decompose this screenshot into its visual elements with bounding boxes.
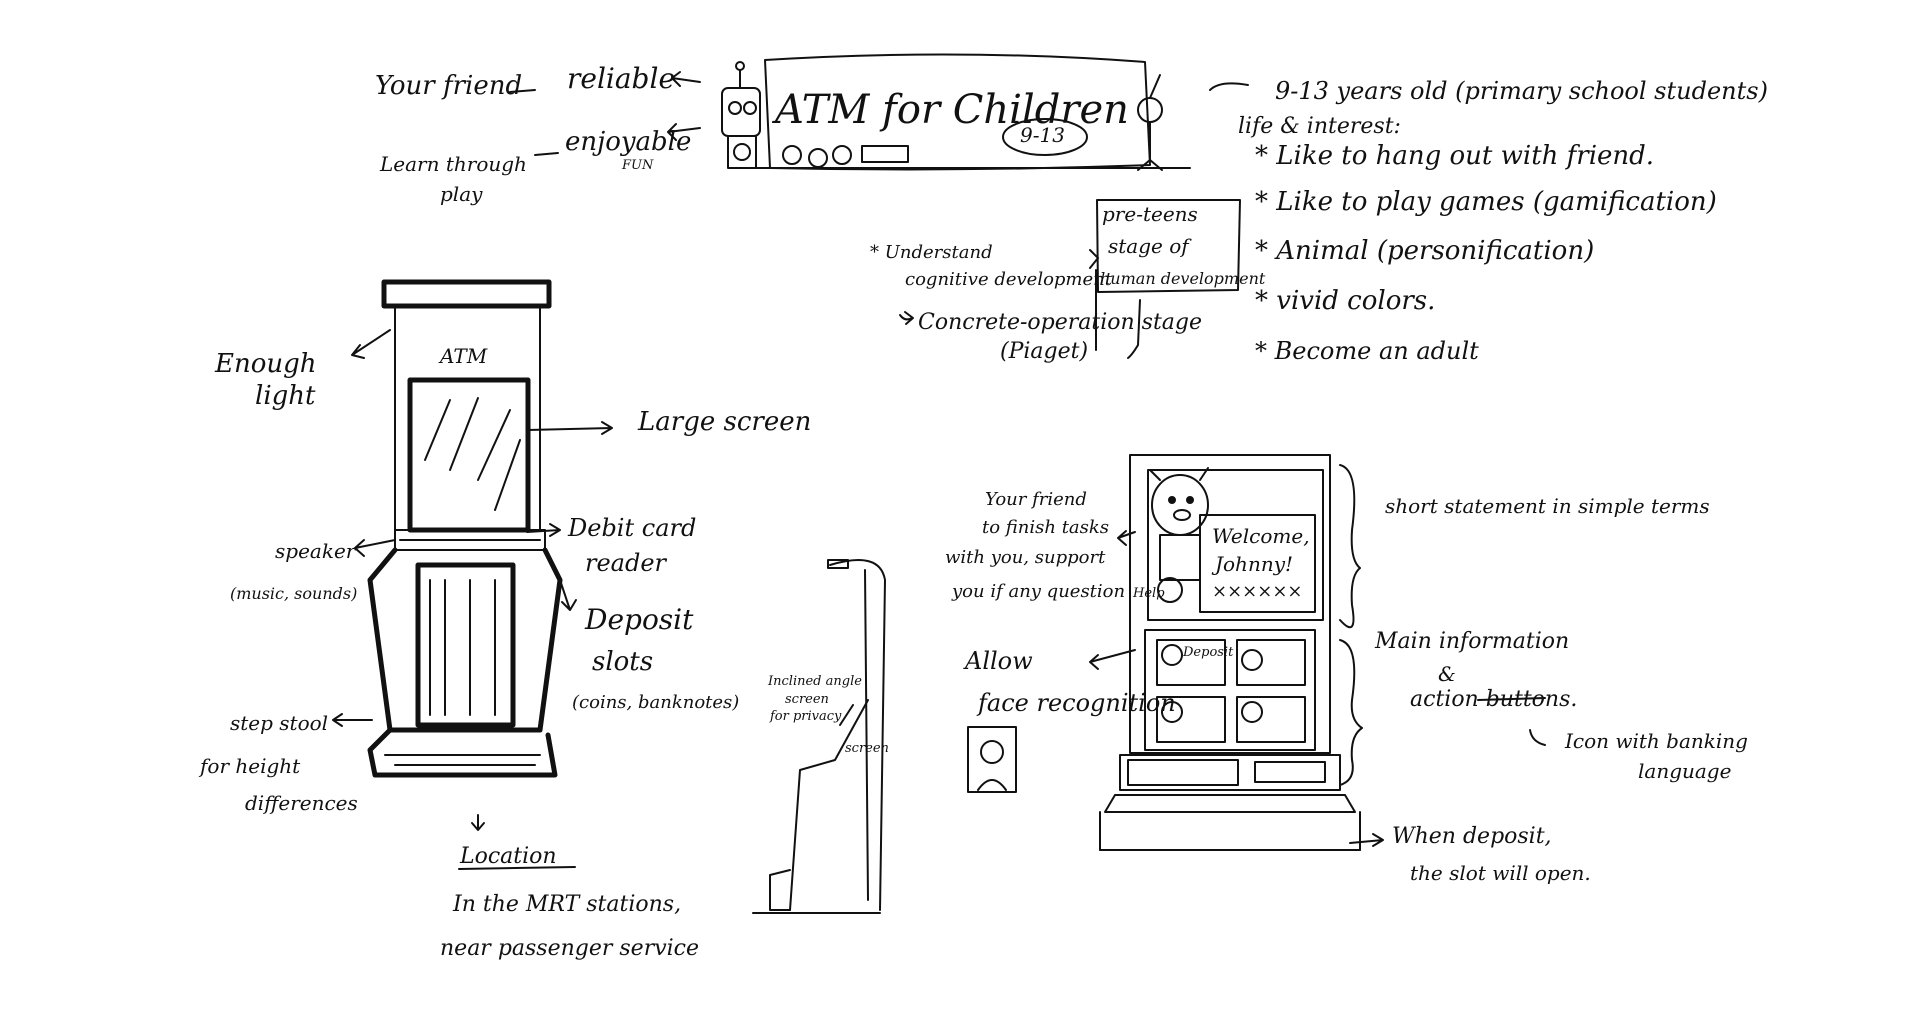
friend-note-4: you if any question <box>952 581 1126 602</box>
welcome-text: Welcome, <box>1212 524 1310 548</box>
speaker-label: speaker <box>275 539 356 563</box>
short-statement-label: short statement in simple terms <box>1385 494 1710 518</box>
interest-bullet-3: * Animal (personification) <box>1255 236 1595 266</box>
friend-note-3: with you, support <box>945 547 1106 568</box>
help-button: Help <box>1133 586 1165 601</box>
atm-label: ATM <box>440 344 488 368</box>
allow-label: Allow <box>965 647 1033 675</box>
piaget-label: (Piaget) <box>1000 339 1089 364</box>
friend-note-1: Your friend <box>985 489 1087 510</box>
icon-with-banking-label: Icon with banking <box>1565 729 1748 753</box>
large-screen-label: Large screen <box>638 407 812 437</box>
face-recognition-label: face recognition <box>978 689 1176 717</box>
when-deposit-label: When deposit, <box>1392 824 1552 849</box>
step-stool-label: step stool <box>230 711 329 735</box>
slots-label: slots <box>592 647 654 677</box>
differences-label: differences <box>245 791 358 815</box>
understand-label: * Understand <box>870 242 993 263</box>
location-line-1: In the MRT stations, <box>453 892 682 917</box>
location-heading: Location <box>460 844 557 869</box>
coins-banknotes-label: (coins, banknotes) <box>572 692 740 713</box>
interest-bullet-4: * vivid colors. <box>1255 286 1436 316</box>
coins-icon <box>782 145 909 168</box>
atm-side-view-sketch <box>752 559 886 914</box>
debit-card-label: Debit card <box>568 514 697 542</box>
for-height-label: for height <box>200 754 301 778</box>
stage-of-label: stage of <box>1108 234 1189 258</box>
robot-mascot-icon <box>721 61 761 169</box>
your-friend-label: Your friend <box>375 71 523 101</box>
human-development-label: human development <box>1100 269 1266 288</box>
title-frame <box>734 53 1191 171</box>
main-info-label: Main information <box>1375 629 1570 654</box>
pin-field: ×××××× <box>1212 581 1303 602</box>
life-interest-heading: life & interest: <box>1238 114 1401 139</box>
reader-label: reader <box>585 549 667 577</box>
interest-bullet-1: * Like to hang out with friend. <box>1255 141 1655 171</box>
user-name-text: Johnny! <box>1215 552 1294 576</box>
interest-bullet-5: * Become an adult <box>1255 337 1479 365</box>
learn-through-label: Learn through <box>380 152 527 176</box>
music-sounds-label: (music, sounds) <box>230 584 358 603</box>
page-title: ATM for Children <box>775 87 1129 133</box>
slot-open-label: the slot will open. <box>1410 861 1591 885</box>
preteens-label: pre-teens <box>1102 202 1198 226</box>
concrete-operation-label: Concrete-operation stage <box>918 310 1203 335</box>
stick-figure-icon <box>1137 74 1163 171</box>
age-badge-oval <box>1002 118 1088 156</box>
play-label: play <box>440 182 483 206</box>
interest-bullet-2: * Like to play games (gamification) <box>1255 187 1717 217</box>
reliable-label: reliable <box>567 62 676 95</box>
inclined-screen-label: screen <box>785 692 829 707</box>
fun-label: FUN <box>622 158 654 173</box>
enjoyable-label: enjoyable <box>565 127 692 157</box>
cognitive-development-label: cognitive development <box>905 269 1112 290</box>
location-line-2: near passenger service <box>440 936 700 961</box>
action-buttons-label: action buttons. <box>1410 687 1578 712</box>
ampersand-label: & <box>1438 662 1456 686</box>
ui-screen-sketch <box>967 454 1361 851</box>
inclined-angle-label: Inclined angle <box>768 674 862 689</box>
age-description: 9-13 years old (primary school students) <box>1275 77 1768 105</box>
inclined-privacy-label: for privacy <box>770 709 842 724</box>
deposit-label: Deposit <box>585 603 694 636</box>
deposit-button-label: Deposit <box>1183 645 1234 660</box>
side-screen-label: screen <box>845 741 889 756</box>
language-label: language <box>1638 759 1732 783</box>
friend-note-2: to finish tasks <box>982 517 1110 538</box>
age-badge: 9-13 <box>1020 123 1065 147</box>
light-label: light <box>255 381 316 411</box>
enough-label: Enough <box>215 349 317 379</box>
